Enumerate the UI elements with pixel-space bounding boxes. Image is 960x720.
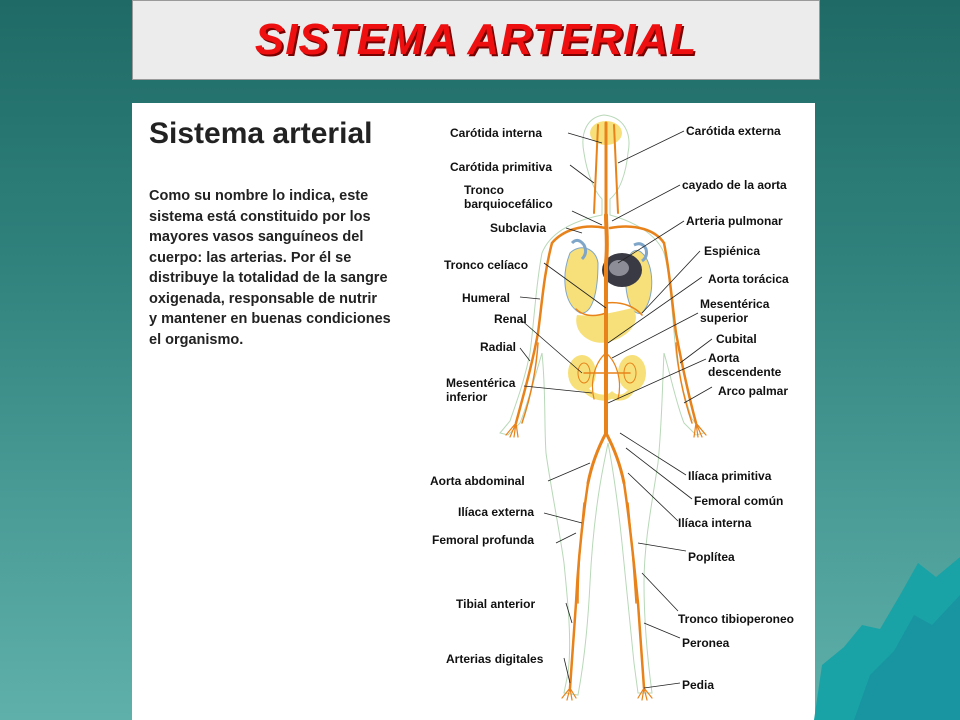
- description-line: oxigenada, responsable de nutrir: [149, 290, 378, 307]
- label-humeral: Humeral: [462, 291, 510, 305]
- label-leader-lines: [519, 130, 713, 689]
- label-arco-palmar: Arco palmar: [718, 384, 788, 398]
- label-tronco-tibioperoneo: Tronco tibioperoneo: [678, 612, 794, 626]
- label-tibial-anterior: Tibial anterior: [456, 597, 535, 611]
- label-poplitea: Poplítea: [688, 550, 735, 564]
- label-mesenterica-superior-1: Mesentérica: [700, 297, 770, 311]
- label-esplenica: Espiénica: [704, 244, 760, 258]
- arterial-system-figure: Carótida interna Carótida primitiva Tron…: [430, 114, 794, 701]
- description-line: mayores vasos sanguíneos del: [149, 229, 364, 245]
- labels-left: Carótida interna Carótida primitiva Tron…: [430, 126, 553, 666]
- description-line: el organismo.: [149, 331, 244, 348]
- organs: [564, 121, 653, 401]
- label-aorta-descendente-1: Aorta: [708, 351, 740, 365]
- label-tronco-celiaco: Tronco celíaco: [444, 258, 528, 272]
- label-tronco: Tronco: [464, 183, 504, 197]
- description-line: sistema está constituido por los: [149, 208, 371, 225]
- label-arterias-digitales: Arterias digitales: [446, 652, 544, 666]
- label-aorta-toracica: Aorta torácica: [708, 272, 789, 286]
- arteries: [505, 121, 707, 701]
- description-line: distribuye la totalidad de la sangre: [149, 270, 388, 286]
- label-femoral-profunda: Femoral profunda: [432, 533, 534, 547]
- label-renal: Renal: [494, 312, 527, 326]
- label-carotida-interna: Carótida interna: [450, 126, 542, 140]
- label-arteria-pulmonar: Arteria pulmonar: [686, 214, 783, 228]
- description-line: Como su nombre lo indica, este: [149, 188, 369, 204]
- description-line: y mantener en buenas condiciones: [149, 311, 391, 327]
- panel-description: Como su nombre lo indica, este sistema e…: [149, 186, 439, 350]
- label-aorta-abdominal: Aorta abdominal: [430, 474, 525, 488]
- mountain-decoration: [814, 557, 960, 720]
- labels-right: Carótida externa cayado de la aorta Arte…: [678, 124, 794, 692]
- label-femoral-comun: Femoral común: [694, 494, 783, 508]
- label-carotida-externa: Carótida externa: [686, 124, 781, 138]
- slide-title: SISTEMA ARTERIAL: [254, 15, 698, 64]
- description-line: cuerpo: las arterias. Por él se: [149, 249, 352, 266]
- label-subclavia: Subclavia: [490, 221, 546, 235]
- diagram-panel: Sistema arterial Como su nombre lo indic…: [132, 103, 815, 720]
- label-aorta-descendente-2: descendente: [708, 365, 782, 379]
- label-carotida-primitiva: Carótida primitiva: [450, 160, 552, 174]
- label-iliaca-primitiva: Ilíaca primitiva: [688, 469, 772, 483]
- label-cayado-aorta: cayado de la aorta: [682, 178, 787, 192]
- label-cubital: Cubital: [716, 332, 757, 346]
- body-outline: [499, 114, 705, 696]
- label-peronea: Peronea: [682, 636, 730, 650]
- label-barquiocefalico: barquiocefálico: [464, 197, 553, 211]
- slide-title-box: SISTEMA ARTERIAL: [132, 0, 820, 80]
- panel-heading: Sistema arterial: [149, 117, 373, 150]
- label-pedia: Pedia: [682, 678, 714, 692]
- label-iliaca-interna: Ilíaca interna: [678, 516, 752, 530]
- label-mesenterica-inferior-2: inferior: [446, 390, 488, 404]
- label-mesenterica-inferior-1: Mesentérica: [446, 376, 516, 390]
- label-iliaca-externa: Ilíaca externa: [458, 505, 534, 519]
- label-mesenterica-superior-2: superior: [700, 311, 748, 325]
- label-radial: Radial: [480, 340, 516, 354]
